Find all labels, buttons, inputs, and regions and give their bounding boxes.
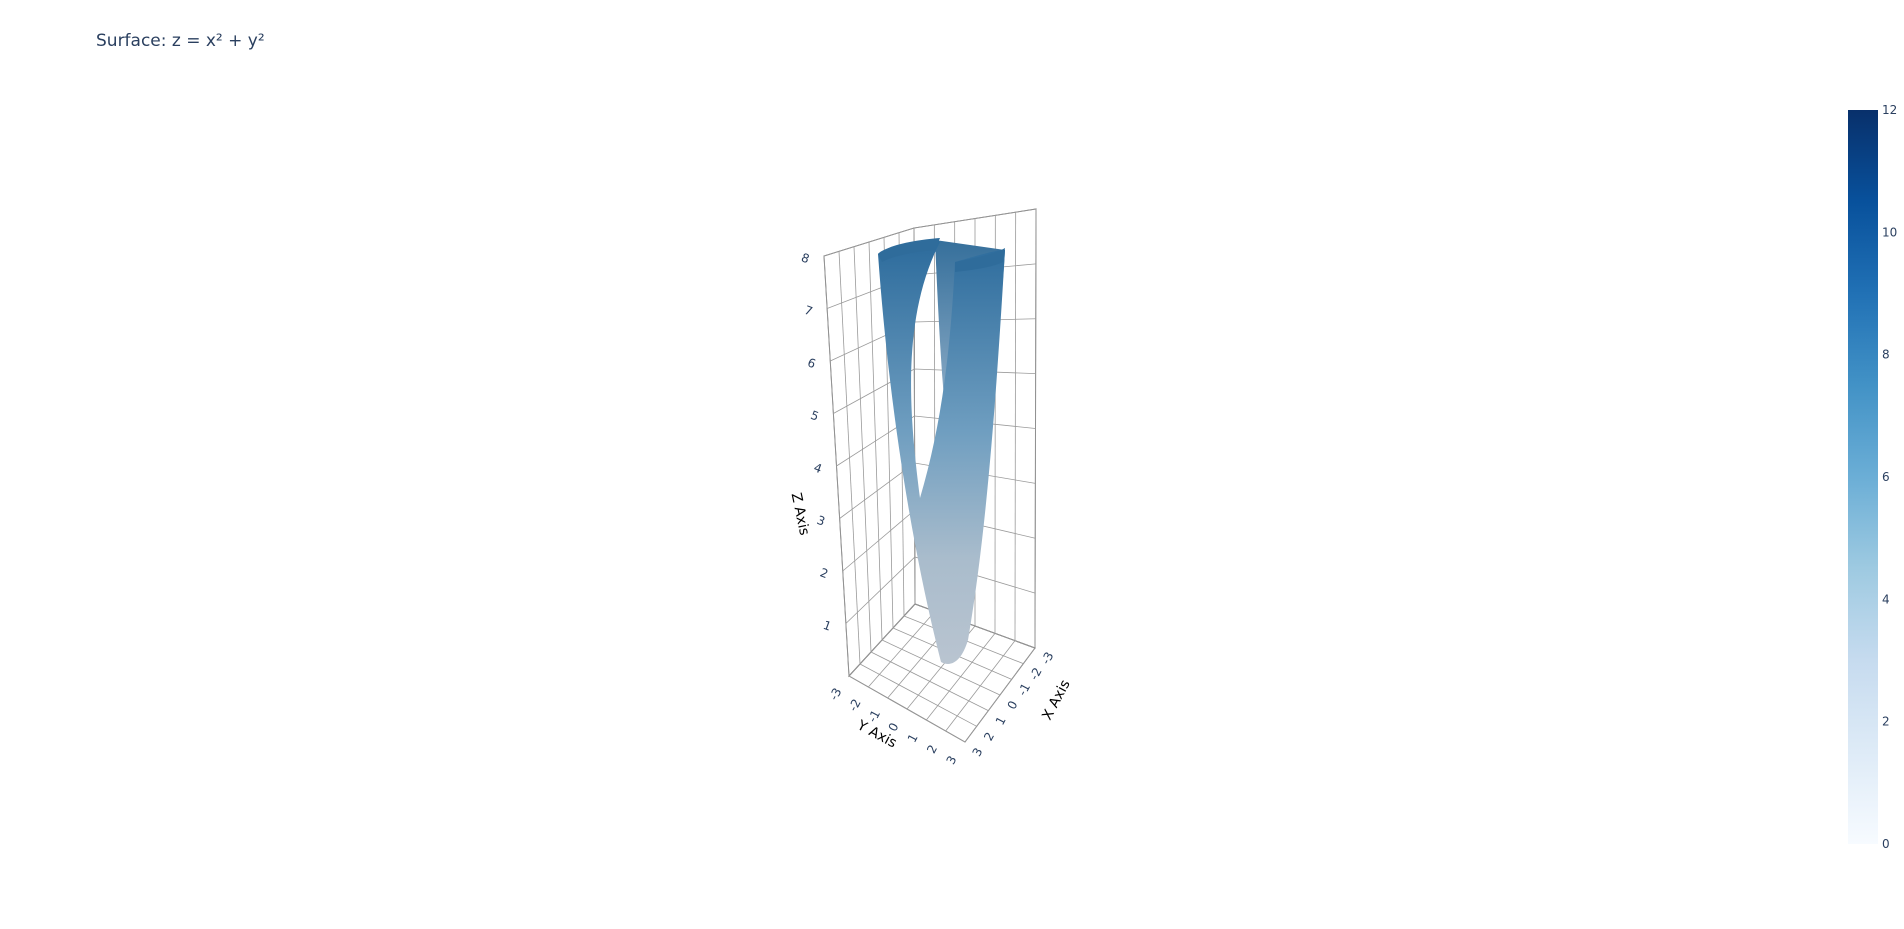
x-tick-label: -2: [1027, 665, 1045, 682]
floor-gridline: [945, 640, 1016, 732]
colorbar-ticks: 0 2 4 6 8 10 12: [1882, 103, 1897, 851]
z-tick-label: 8: [799, 250, 811, 266]
z-tick-label: 2: [818, 565, 830, 581]
colorbar: [1848, 110, 1878, 844]
wall-gridline: [1014, 212, 1017, 641]
x-tick-label: -1: [1015, 681, 1033, 698]
z-tick-label: 1: [821, 618, 833, 634]
wall-gridline: [868, 241, 883, 641]
colorbar-tick-label: 2: [1882, 715, 1890, 729]
z-tick-label: 7: [803, 303, 815, 319]
floor-gridline: [964, 647, 1036, 743]
x-tick-label: 2: [981, 730, 997, 743]
x-tick-label: 1: [993, 714, 1009, 727]
x-tick-label: 0: [1004, 698, 1020, 711]
colorbar-tick-label: 8: [1882, 348, 1890, 362]
colorbar-tick-label: 10: [1882, 225, 1897, 239]
surface-rim-left: [878, 238, 940, 262]
z-tick-label: 5: [809, 408, 821, 424]
chart-title: Surface: z = x² + y²: [96, 31, 265, 51]
x-tick-label: 3: [969, 745, 985, 758]
y-tick-label: 3: [943, 753, 959, 766]
colorbar-tick-label: 12: [1882, 103, 1897, 117]
y-tick-label: -1: [865, 708, 883, 725]
colorbar-tick-label: 0: [1882, 837, 1890, 851]
z-gridline: [826, 263, 1036, 309]
y-tick-label: -3: [826, 686, 844, 703]
y-tick-label: 1: [905, 731, 921, 744]
wall-gridline: [838, 251, 861, 665]
x-axis-title: X Axis: [1039, 677, 1073, 723]
surface-body: [878, 240, 1005, 664]
z-tick-label: 3: [815, 513, 827, 529]
surface-mesh: [878, 238, 1005, 664]
wall-gridline: [1034, 208, 1037, 649]
y-tick-label: 2: [924, 742, 940, 755]
surface-rim-right: [955, 248, 1005, 272]
wall-gridline: [823, 255, 850, 677]
colorbar-tick-label: 6: [1882, 470, 1890, 484]
x-tick-label: -3: [1038, 650, 1056, 667]
z-axis-title: Z Axis: [788, 491, 813, 536]
colorbar-tick-label: 4: [1882, 592, 1890, 606]
z-tick-label: 6: [806, 355, 818, 371]
z-gridline: [830, 318, 1036, 362]
z-tick-label: 4: [812, 460, 824, 476]
wall-gridline: [853, 246, 872, 653]
y-tick-label: -2: [846, 697, 864, 714]
